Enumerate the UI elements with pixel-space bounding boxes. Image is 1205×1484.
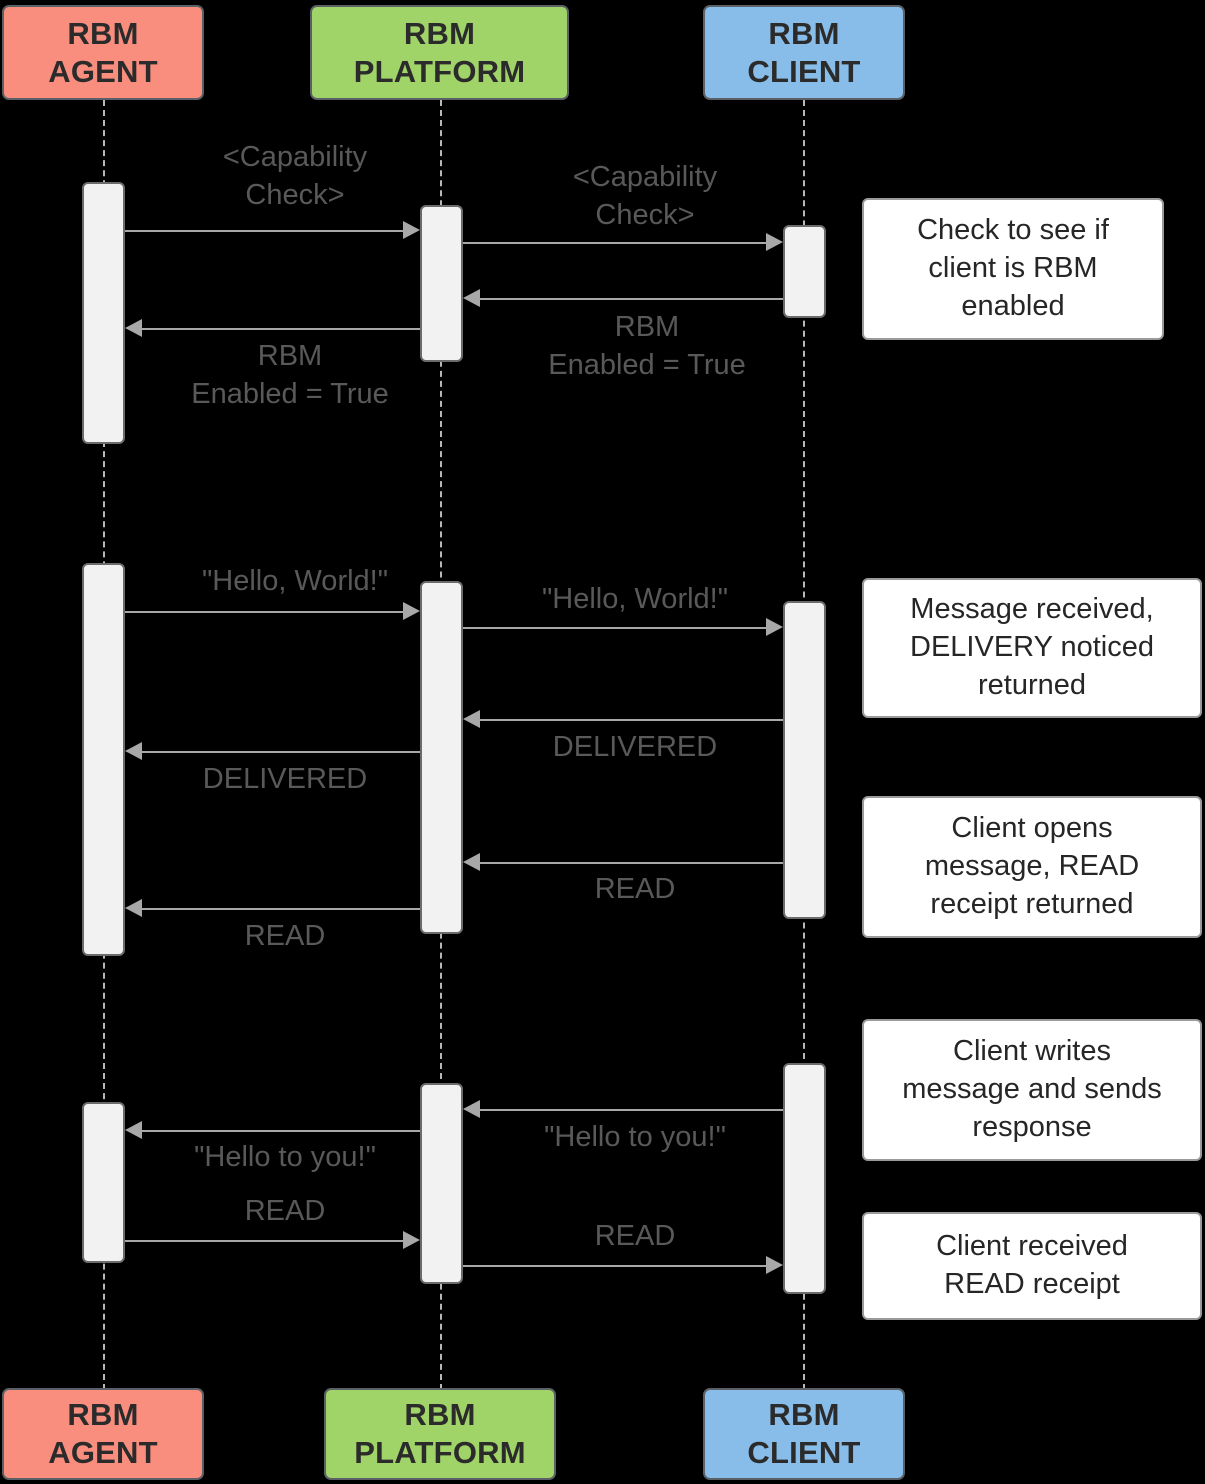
participant-footer-client-line2: CLIENT <box>747 1435 861 1470</box>
participant-header-agent-line2: AGENT <box>48 53 158 89</box>
participant-header-client[interactable]: RBM CLIENT <box>703 5 905 100</box>
message-label-m9: READ <box>594 873 676 905</box>
message-label-m6: "Hello, World!" <box>541 583 729 615</box>
message-arrowhead-m4 <box>125 319 142 337</box>
activation-agent-3 <box>82 1102 125 1263</box>
message-line-m6 <box>463 627 766 629</box>
message-line-m12 <box>142 1130 420 1132</box>
message-arrowhead-m14 <box>766 1256 783 1274</box>
participant-footer-client[interactable]: RBM CLIENT <box>703 1388 905 1480</box>
activation-agent-2 <box>82 563 125 956</box>
message-arrowhead-m8 <box>125 742 142 760</box>
message-line-m10 <box>142 908 420 910</box>
participant-footer-platform-line2: PLATFORM <box>354 1435 526 1470</box>
activation-agent-1 <box>82 182 125 444</box>
message-label-m11: "Hello to you!" <box>544 1121 726 1153</box>
participant-header-agent-line1: RBM <box>67 15 139 51</box>
message-arrowhead-m11 <box>463 1100 480 1118</box>
participant-footer-client-line1: RBM <box>768 1397 840 1433</box>
participant-footer-agent-line2: AGENT <box>48 1435 158 1470</box>
participant-header-client-line2: CLIENT <box>747 53 861 89</box>
activation-client-1 <box>783 225 826 318</box>
message-label-m14: READ <box>594 1220 676 1252</box>
note-box-5: Client received READ receipt <box>862 1212 1202 1320</box>
note-box-1: Check to see if client is RBM enabled <box>862 198 1164 340</box>
message-arrowhead-m12 <box>125 1121 142 1139</box>
message-line-m4 <box>142 328 420 330</box>
message-line-m5 <box>125 611 403 613</box>
participant-footer-platform-line1: RBM <box>404 1397 476 1433</box>
message-line-m11 <box>480 1109 783 1111</box>
message-label-m7: DELIVERED <box>552 731 718 763</box>
message-arrowhead-m13 <box>403 1231 420 1249</box>
activation-client-2 <box>783 601 826 919</box>
message-line-m1 <box>125 230 403 232</box>
message-line-m3 <box>480 298 783 300</box>
message-arrowhead-m7 <box>463 710 480 728</box>
message-line-m8 <box>142 751 420 753</box>
message-label-m1: <Capability Check> <box>222 141 368 212</box>
participant-footer-platform[interactable]: RBM PLATFORM <box>324 1388 556 1480</box>
note-box-3: Client opens message, READ receipt retur… <box>862 796 1202 938</box>
message-arrowhead-m5 <box>403 602 420 620</box>
participant-footer-agent-line1: RBM <box>67 1397 139 1433</box>
message-label-m5: "Hello, World!" <box>201 565 389 597</box>
participant-footer-agent[interactable]: RBM AGENT <box>2 1388 204 1480</box>
message-label-m8: DELIVERED <box>202 763 368 795</box>
note-box-2: Message received, DELIVERY noticed retur… <box>862 578 1202 718</box>
participant-header-platform[interactable]: RBM PLATFORM <box>310 5 569 100</box>
message-arrowhead-m6 <box>766 618 783 636</box>
message-arrowhead-m3 <box>463 289 480 307</box>
message-line-m13 <box>125 1240 403 1242</box>
message-arrowhead-m1 <box>403 221 420 239</box>
participant-header-client-line1: RBM <box>768 15 840 51</box>
message-label-m10: READ <box>244 920 326 952</box>
message-line-m2 <box>463 242 766 244</box>
participant-header-platform-line2: PLATFORM <box>353 53 526 89</box>
activation-platform-3 <box>420 1083 463 1284</box>
activation-client-3 <box>783 1063 826 1294</box>
message-arrowhead-m10 <box>125 899 142 917</box>
message-label-m13: READ <box>244 1195 326 1227</box>
note-box-4: Client writes message and sends response <box>862 1019 1202 1161</box>
message-label-m2: <Capability Check> <box>572 161 718 232</box>
message-label-m4: RBM Enabled = True <box>191 340 389 411</box>
participant-header-agent[interactable]: RBM AGENT <box>2 5 204 100</box>
message-line-m14 <box>463 1265 766 1267</box>
message-line-m9 <box>480 862 783 864</box>
message-label-m3: RBM Enabled = True <box>548 311 746 382</box>
activation-platform-1 <box>420 205 463 362</box>
message-label-m12: "Hello to you!" <box>194 1141 376 1173</box>
participant-header-platform-line1: RBM <box>403 15 476 51</box>
message-arrowhead-m2 <box>766 233 783 251</box>
activation-platform-2 <box>420 581 463 934</box>
message-arrowhead-m9 <box>463 853 480 871</box>
message-line-m7 <box>480 719 783 721</box>
